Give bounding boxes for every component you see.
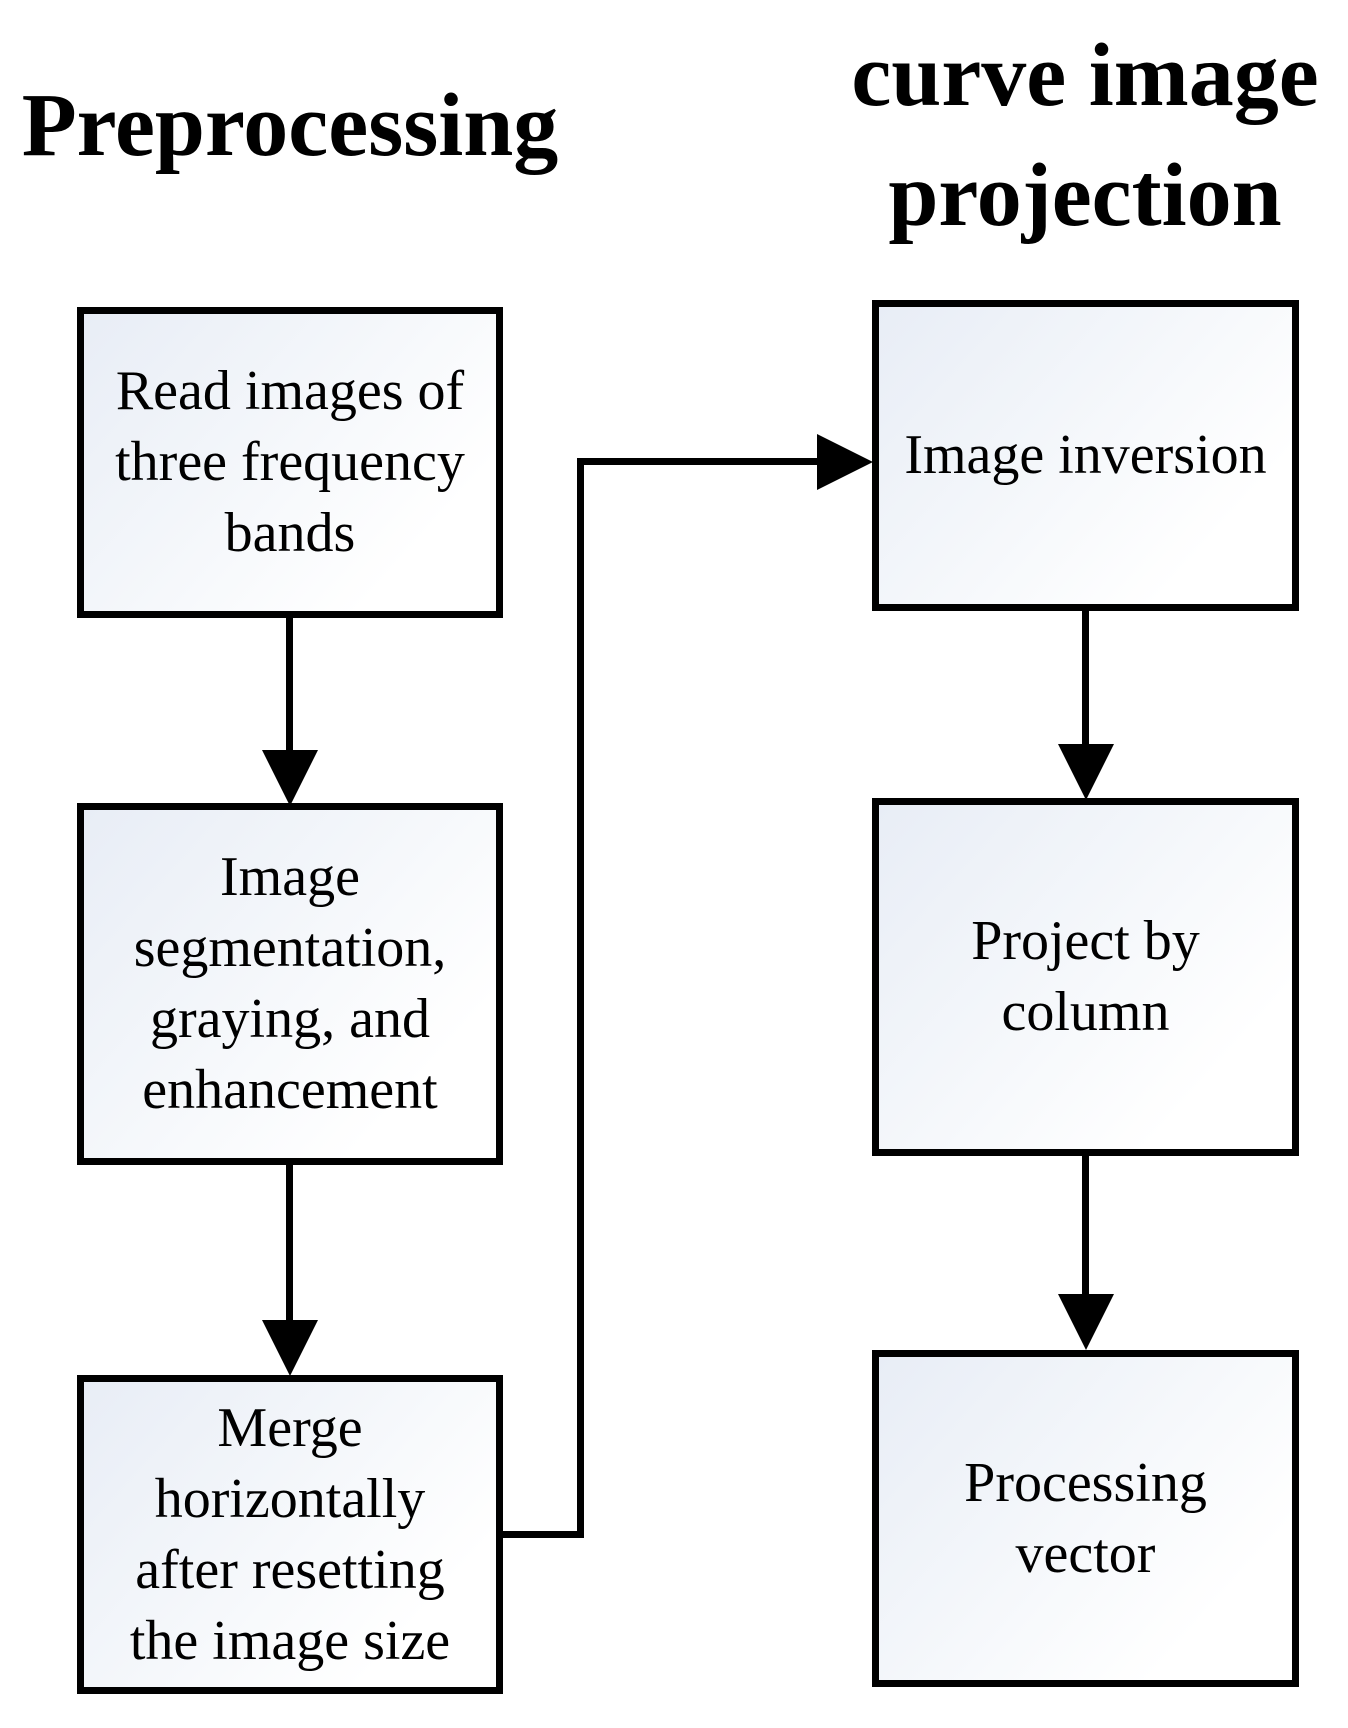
flow-box-project-by-column-label: Project by column — [971, 910, 1200, 1043]
arrow-right-icon — [817, 434, 873, 490]
arrow-down-icon — [262, 1320, 318, 1376]
flow-box-merge-horizontally: Merge horizontally after resetting the i… — [77, 1375, 503, 1694]
flow-box-processing-vector-label: Processing vector — [964, 1451, 1207, 1585]
curve-image-projection-column-title: curve image projection — [851, 26, 1319, 245]
flow-box-segmentation-label: Image segmentation, graying, and enhance… — [133, 846, 447, 1121]
arrow-down-icon — [262, 750, 318, 806]
arrow-down-icon — [1058, 744, 1114, 800]
flow-box-segmentation-graying-enhancement: Image segmentation, graying, and enhance… — [77, 803, 503, 1165]
arrow-inversion-to-project-stem — [1082, 605, 1089, 746]
connector-merge-to-inversion-vertical — [577, 458, 584, 1538]
flow-box-read-images: Read images of three frequency bands — [77, 307, 503, 618]
preprocessing-column-title: Preprocessing — [21, 76, 559, 175]
connector-merge-to-inversion-stub — [500, 1531, 584, 1538]
flow-box-image-inversion-label: Image inversion — [904, 424, 1267, 486]
flow-box-project-by-column: Project by column — [872, 798, 1299, 1156]
arrow-read-to-segmentation-stem — [286, 612, 293, 754]
connector-merge-to-inversion-horizontal — [577, 458, 817, 465]
flow-box-image-inversion: Image inversion — [872, 300, 1299, 611]
flow-box-read-images-label: Read images of three frequency bands — [115, 360, 465, 564]
arrow-down-icon — [1058, 1294, 1114, 1350]
flow-box-merge-label: Merge horizontally after resetting the i… — [129, 1396, 451, 1672]
arrow-project-to-vector-stem — [1082, 1150, 1089, 1296]
arrow-segmentation-to-merge-stem — [286, 1160, 293, 1322]
flow-box-processing-vector: Processing vector — [872, 1350, 1299, 1687]
